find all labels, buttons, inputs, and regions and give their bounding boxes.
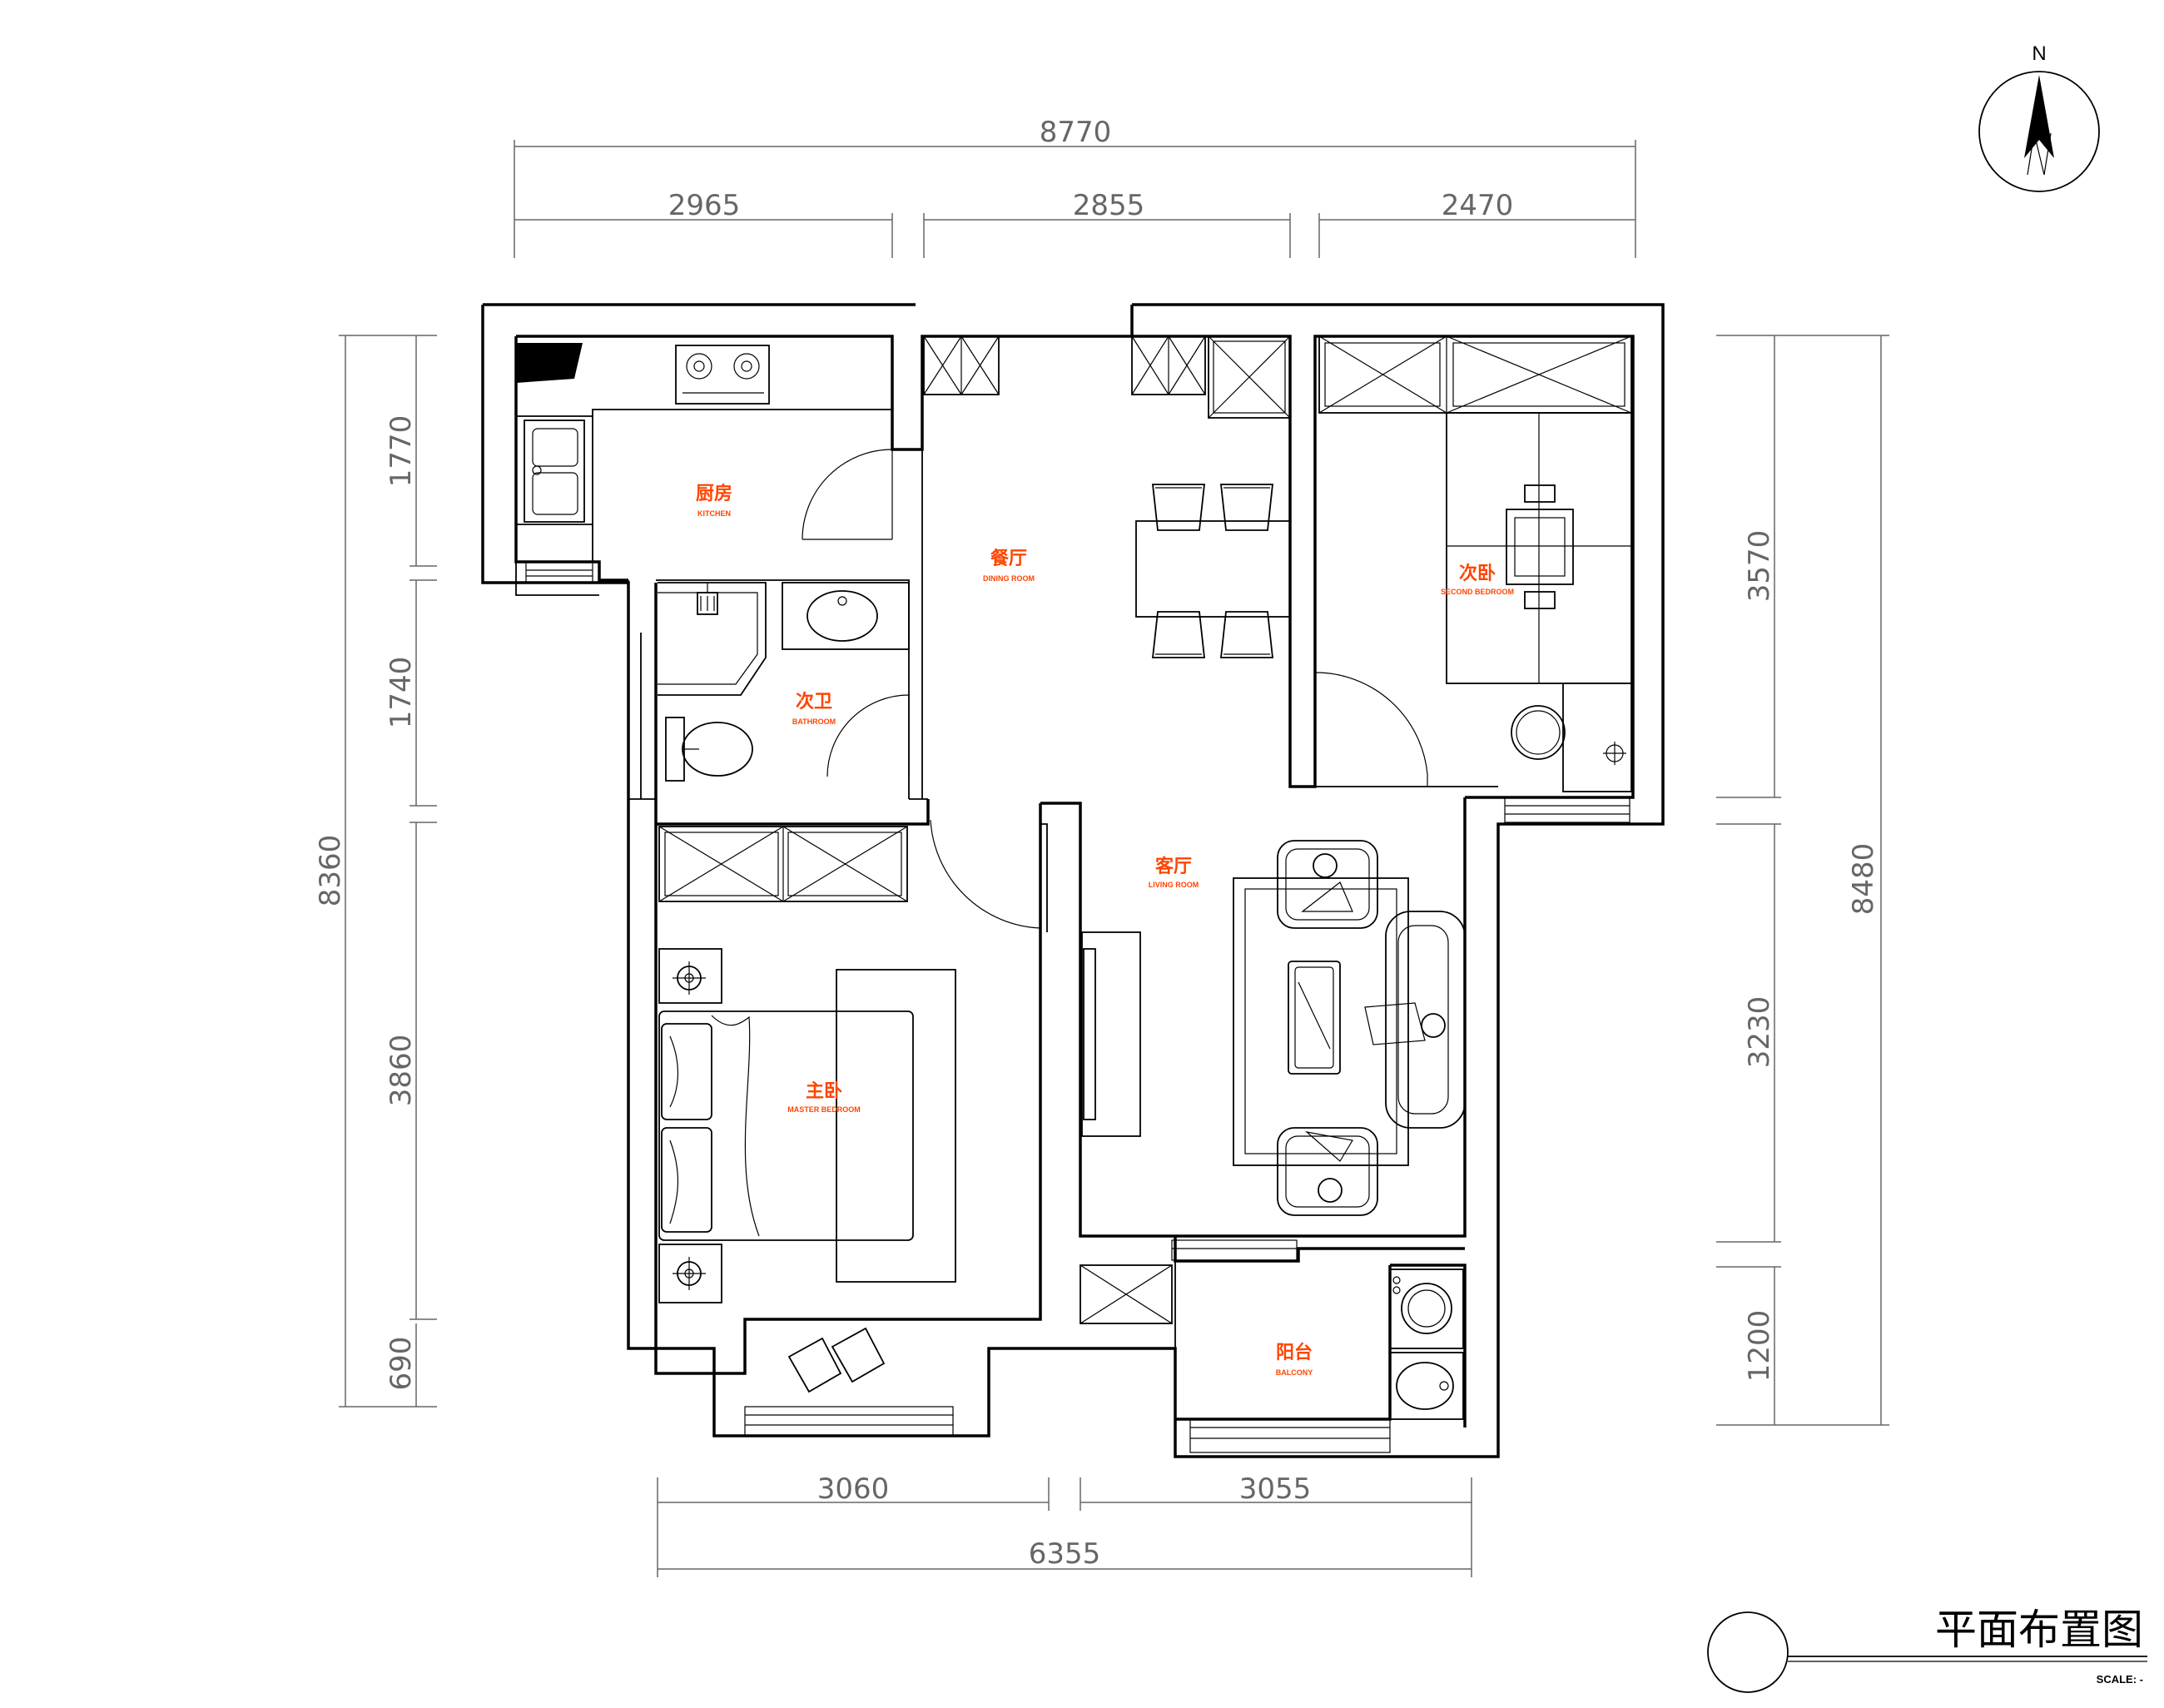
second-bedroom-wardrobe: [1318, 335, 1632, 414]
dim-right-2: 3230: [1743, 996, 1776, 1069]
second-bedroom-bed: [1446, 412, 1632, 684]
dining-cabinets: [923, 335, 1291, 419]
master-wardrobe: [658, 826, 908, 902]
dining-table-icon: [1135, 484, 1291, 658]
room-sublabel-kitchen: KITCHEN: [697, 509, 731, 518]
dim-right-total: 8480: [1847, 843, 1880, 916]
dimension-lines: [339, 140, 1889, 1577]
room-label-balcony: 阳台: [1276, 1342, 1313, 1363]
room-label-bathroom: 次卫: [796, 691, 832, 712]
dim-bottom-total: 6355: [1029, 1537, 1101, 1571]
room-sublabel-living: LIVING ROOM: [1149, 881, 1199, 889]
balcony-fixtures: [1080, 1264, 1464, 1420]
dim-bottom-1: 3060: [817, 1472, 890, 1506]
doors: [802, 449, 1428, 929]
second-bedroom-desk: [1511, 683, 1632, 792]
dim-top-2: 2855: [1073, 189, 1145, 222]
room-label-second-bedroom: 次卧: [1459, 563, 1496, 584]
drawing-title: 平面布置图: [1935, 1606, 2143, 1654]
dim-top-1: 2965: [668, 189, 741, 222]
room-label-living: 客厅: [1155, 856, 1192, 877]
dimension-labels: 8770 2965 2855 2470 3060 3055 6355 8360 …: [314, 116, 1880, 1571]
room-label-kitchen: 厨房: [696, 483, 732, 504]
bathroom-fixtures: [658, 582, 910, 782]
windows: [525, 561, 1630, 1453]
room-labels: 厨房 KITCHEN 餐厅 DINING ROOM 次卧 SECOND BEDR…: [696, 483, 1514, 1377]
dim-left-3: 3860: [385, 1035, 418, 1107]
kitchen-sink-icon: [524, 420, 585, 523]
dim-bottom-2: 3055: [1239, 1472, 1312, 1506]
furniture: [524, 335, 1632, 1420]
room-sublabel-balcony: BALCONY: [1276, 1368, 1313, 1377]
dim-left-1: 1770: [385, 415, 418, 488]
room-sublabel-second-bedroom: SECOND BEDROOM: [1441, 588, 1514, 596]
north-label: N: [2032, 42, 2046, 65]
stove-icon: [675, 345, 770, 405]
title-block: 平面布置图 SCALE: -: [1707, 1606, 2147, 1693]
dim-top-total: 8770: [1040, 116, 1112, 149]
room-label-master-bedroom: 主卧: [806, 1081, 842, 1102]
dim-left-total: 8360: [314, 835, 347, 907]
room-sublabel-master-bedroom: MASTER BEDROOM: [787, 1105, 861, 1114]
title-circle-icon: [1707, 1611, 1789, 1693]
room-sublabel-bathroom: BATHROOM: [792, 717, 836, 726]
dim-top-3: 2470: [1442, 189, 1514, 222]
tv-console-icon: [1081, 931, 1141, 1137]
living-sofa-set: [1233, 840, 1466, 1216]
dim-right-3: 1200: [1743, 1310, 1776, 1383]
room-sublabel-dining: DINING ROOM: [983, 574, 1035, 583]
dim-left-2: 1740: [385, 657, 418, 729]
dim-right-1: 3570: [1743, 530, 1776, 603]
scale-label: SCALE: -: [2097, 1673, 2143, 1686]
bay-cushions-icon: [787, 1327, 886, 1393]
master-bed-icon: [658, 948, 956, 1303]
north-arrow: N: [1978, 42, 2100, 192]
room-label-dining: 餐厅: [990, 549, 1027, 569]
dim-left-4: 690: [385, 1337, 418, 1391]
